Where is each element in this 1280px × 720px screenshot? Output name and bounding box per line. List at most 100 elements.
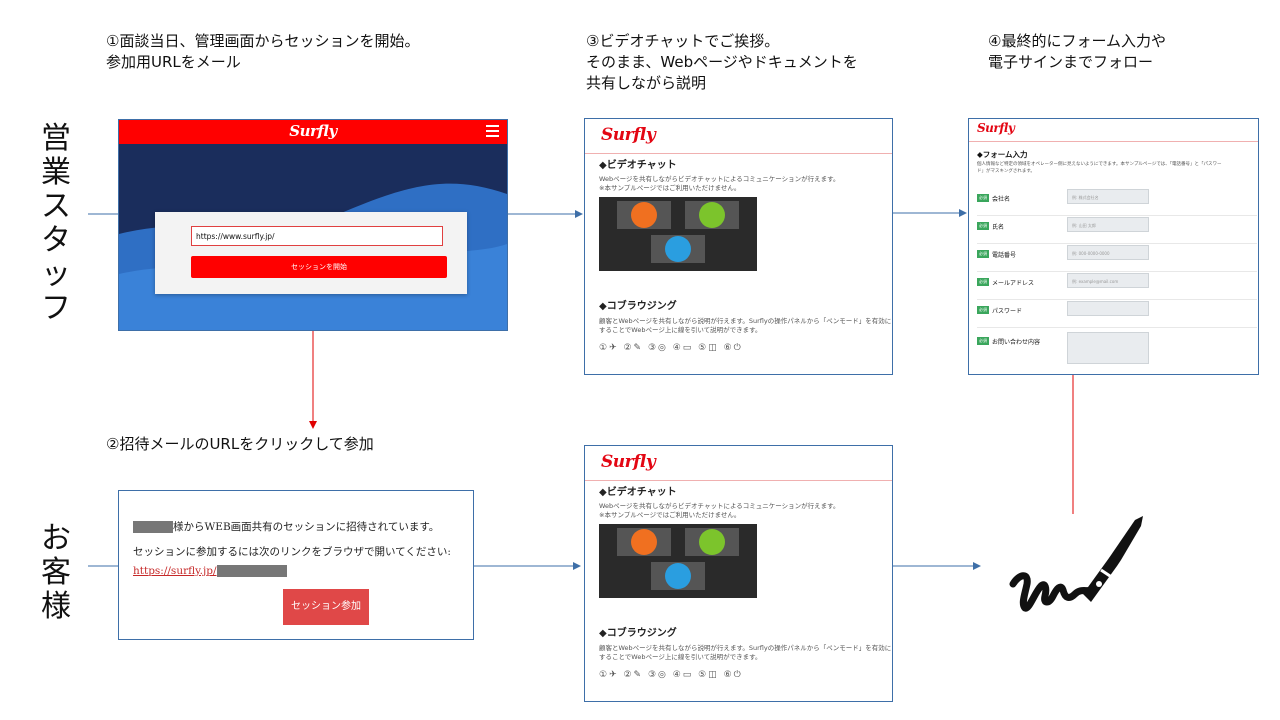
cobrowse-desc: 顧客とWebページを共有しながら説明が行えます。Surflyの操作パネルから「ペ… [599, 317, 892, 325]
video-chat-desc: Webページを共有しながらビデオチャットによるコミュニケーションが行えます。 [599, 175, 840, 183]
user-avatar-icon [665, 563, 691, 589]
form-row-password: 必須 パスワード [977, 300, 1257, 328]
field-label: 会社名 [992, 196, 1011, 203]
start-session-card: https://www.surfly.jp/ セッションを開始 [155, 212, 467, 294]
name-field[interactable]: 例: 山田 太郎 [1067, 217, 1149, 232]
step3-line1: ③ビデオチャットでご挨拶。 [586, 32, 780, 50]
cobrowse-desc-2: することでWebページ上に線を引いて説明ができます。 [599, 326, 762, 334]
video-chat-window [599, 197, 757, 271]
field-label: メールアドレス [992, 280, 1035, 287]
surfly-logo: Surfly [601, 452, 656, 472]
email-line2: セッションに参加するには次のリンクをブラウザで開いてください: [133, 546, 451, 558]
email-link-line: https://surfly.jp/ [133, 565, 287, 577]
role-customer-label: お 客 様 [38, 522, 74, 624]
url-input[interactable]: https://www.surfly.jp/ [191, 226, 443, 246]
required-badge: 必須 [977, 278, 989, 286]
panel-header: Surfly [585, 119, 892, 154]
form-desc: 個人情報など特定の領域をオペレーター側に見えないようにできます。本サンプルページ… [977, 162, 1222, 167]
role-staff-char: ス [41, 189, 71, 224]
email-line1-text: 様からWEB画面共有のセッションに招待されています。 [173, 521, 440, 533]
cobrowse-desc-2: することでWebページ上に線を引いて説明ができます。 [599, 653, 762, 661]
customer-cobrowse-screenshot: Surfly ◆ビデオチャット Webページを共有しながらビデオチャットによるコ… [584, 445, 893, 702]
invitation-email-screenshot: 様からWEB画面共有のセッションに招待されています。 セッションに参加するには次… [118, 490, 474, 640]
surfly-logo: Surfly [289, 122, 337, 140]
user-avatar-icon [665, 236, 691, 262]
role-staff-char: フ [41, 291, 71, 326]
step1-line2: 参加用URLをメール [106, 53, 241, 71]
video-tile [651, 235, 705, 263]
role-staff-char: ッ [41, 257, 71, 292]
form-title: ◆フォーム入力 [977, 150, 1028, 159]
step3-caption: ③ビデオチャットでご挨拶。 そのまま、Webページやドキュメントを 共有しながら… [586, 31, 858, 94]
session-start-screenshot: Surfly https://www.surfly.jp/ セッションを開始 [118, 119, 508, 331]
role-customer-char: 様 [41, 589, 71, 624]
required-badge: 必須 [977, 337, 989, 345]
video-chat-heading: ◆ビデオチャット [599, 487, 677, 498]
start-session-button[interactable]: セッションを開始 [191, 256, 447, 278]
step4-caption: ④最終的にフォーム入力や 電子サインまでフォロー [988, 31, 1166, 73]
field-label: パスワード [992, 308, 1023, 315]
join-session-button[interactable]: セッション参加 [283, 589, 369, 625]
user-avatar-icon [699, 202, 725, 228]
form-row-inquiry: 必須 お問い合わせ内容 [977, 331, 1257, 371]
form-desc-2: ド」がマスキングされます。 [977, 169, 1035, 174]
cobrowse-toolbar[interactable]: ①✈ ②✎ ③◎ ④▭ ⑤◫ ⑥⏻ [599, 670, 743, 680]
role-customer-char: お [41, 521, 71, 556]
inquiry-textarea[interactable] [1067, 332, 1149, 364]
cobrowse-heading: ◆コブラウジング [599, 628, 677, 639]
surfly-logo: Surfly [977, 121, 1015, 135]
video-tile [685, 528, 739, 556]
cobrowse-heading: ◆コブラウジング [599, 301, 677, 312]
step3-line3: 共有しながら説明 [586, 74, 707, 92]
required-badge: 必須 [977, 222, 989, 230]
form-row-phone: 必須 電話番号 例: 000-0000-0000 [977, 244, 1257, 272]
step2-caption: ②招待メールのURLをクリックして参加 [106, 435, 374, 453]
field-label: 氏名 [992, 224, 1005, 231]
phone-field[interactable]: 例: 000-0000-0000 [1067, 245, 1149, 260]
role-staff-label: 営 業 ス タ ッ フ [38, 122, 74, 326]
video-tile [651, 562, 705, 590]
role-staff-char: タ [41, 223, 71, 258]
user-avatar-icon [699, 529, 725, 555]
signature-pen-icon [1009, 516, 1143, 612]
staff-cobrowse-screenshot: Surfly ◆ビデオチャット Webページを共有しながらビデオチャットによるコ… [584, 118, 893, 375]
video-tile [685, 201, 739, 229]
menu-icon[interactable] [486, 125, 499, 137]
video-tile [617, 528, 671, 556]
role-customer-char: 客 [41, 555, 71, 590]
user-avatar-icon [631, 529, 657, 555]
step3-line2: そのまま、Webページやドキュメントを [586, 53, 858, 71]
panel-header: Surfly [969, 119, 1258, 142]
redacted-name [133, 521, 173, 533]
video-chat-heading: ◆ビデオチャット [599, 160, 677, 171]
video-chat-window [599, 524, 757, 598]
surfly-logo: Surfly [601, 125, 656, 145]
password-field[interactable] [1067, 301, 1149, 316]
step4-line2: 電子サインまでフォロー [988, 53, 1154, 71]
company-field[interactable]: 例: 株式会社名 [1067, 189, 1149, 204]
step4-line1: ④最終的にフォーム入力や [988, 32, 1166, 50]
role-staff-char: 営 [41, 121, 71, 156]
video-chat-note: ※本サンプルページではご利用いただけません。 [599, 184, 741, 192]
form-input-screenshot: Surfly ◆フォーム入力 個人情報など特定の領域をオペレーター側に見えないよ… [968, 118, 1259, 375]
required-badge: 必須 [977, 306, 989, 314]
cobrowse-desc: 顧客とWebページを共有しながら説明が行えます。Surflyの操作パネルから「ペ… [599, 644, 892, 652]
cobrowse-toolbar[interactable]: ①✈ ②✎ ③◎ ④▭ ⑤◫ ⑥⏻ [599, 343, 743, 353]
required-badge: 必須 [977, 250, 989, 258]
video-chat-note: ※本サンプルページではご利用いただけません。 [599, 511, 741, 519]
role-staff-char: 業 [41, 155, 71, 190]
step1-line1: ①面談当日、管理画面からセッションを開始。 [106, 32, 420, 50]
video-chat-desc: Webページを共有しながらビデオチャットによるコミュニケーションが行えます。 [599, 502, 840, 510]
form-row-company: 必須 会社名 例: 株式会社名 [977, 188, 1257, 216]
step1-caption: ①面談当日、管理画面からセッションを開始。 参加用URLをメール [106, 31, 419, 73]
field-label: お問い合わせ内容 [992, 339, 1041, 346]
email-line1: 様からWEB画面共有のセッションに招待されています。 [133, 519, 439, 534]
email-field[interactable]: 例: example@mail.com [1067, 273, 1149, 288]
required-badge: 必須 [977, 194, 989, 202]
field-label: 電話番号 [992, 252, 1017, 259]
header-bar: Surfly [119, 120, 507, 144]
session-link[interactable]: https://surfly.jp/ [133, 565, 217, 577]
form-row-email: 必須 メールアドレス 例: example@mail.com [977, 272, 1257, 300]
video-tile [617, 201, 671, 229]
panel-header: Surfly [585, 446, 892, 481]
